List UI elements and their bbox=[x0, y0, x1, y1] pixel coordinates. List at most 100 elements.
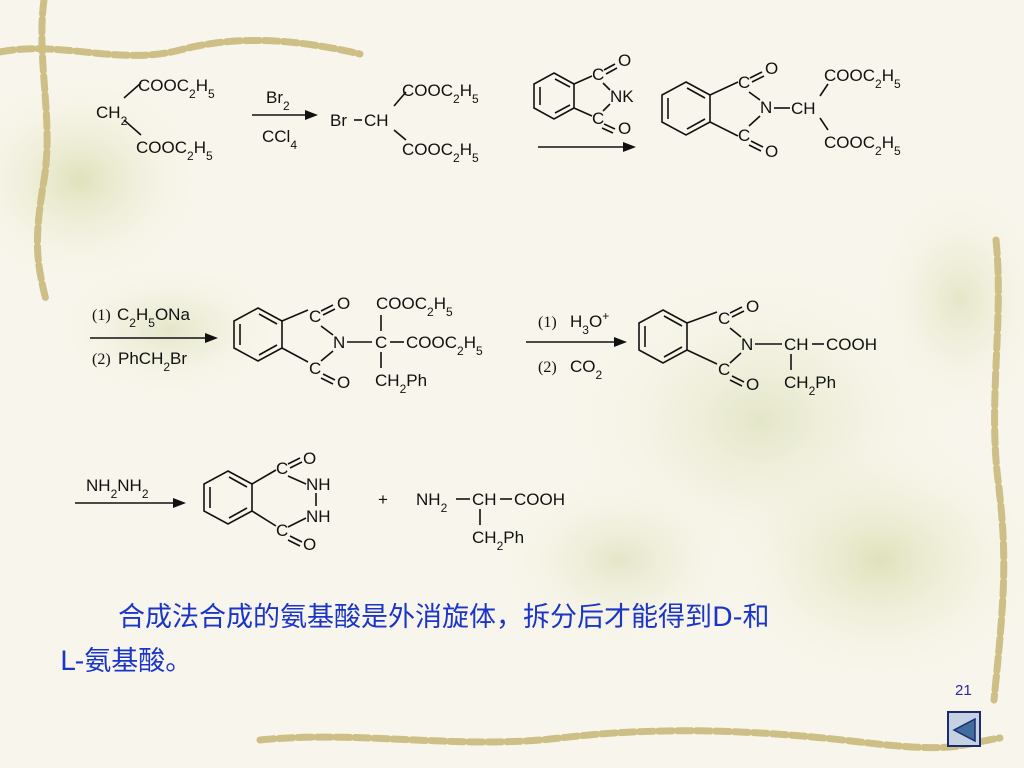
double-bond-co bbox=[750, 140, 764, 148]
bond bbox=[287, 475, 307, 485]
bond bbox=[686, 349, 718, 365]
double-bond-co bbox=[601, 127, 614, 134]
aromatic-double-bond bbox=[686, 87, 706, 99]
aromatic-double-bond bbox=[228, 507, 248, 519]
atom-c: C bbox=[592, 109, 604, 128]
reagent-benzyl-bromide: PhCH2Br bbox=[118, 349, 187, 374]
atom-n: N bbox=[760, 98, 772, 117]
phthalhydrazide: C O NH NH C O bbox=[203, 449, 331, 554]
reaction-arrow-3: (1) C2H5ONa (2) PhCH2Br bbox=[90, 305, 218, 374]
atom-c: C bbox=[738, 73, 750, 92]
vine-border-top bbox=[0, 36, 364, 59]
double-bond-co bbox=[320, 377, 334, 385]
atom-o: O bbox=[303, 449, 316, 468]
bond bbox=[123, 119, 142, 136]
bond bbox=[573, 75, 593, 85]
atom-c: C bbox=[718, 360, 730, 379]
group-cooh: COOH bbox=[514, 490, 565, 509]
caption-text: 合成法合成的氨基酸是外消旋体，拆分后才能得到D-和 L-氨基酸。 bbox=[60, 596, 960, 684]
reaction-arrow-1: Br2 CCl4 bbox=[252, 88, 318, 152]
bond bbox=[393, 129, 407, 141]
group-cooet-top: COOC2H5 bbox=[138, 76, 215, 101]
page-number: 21 bbox=[955, 682, 972, 699]
bond bbox=[287, 517, 307, 528]
atom-ch: CH bbox=[784, 335, 809, 354]
phenylalanine: NH2 CH COOH CH2Ph bbox=[416, 490, 565, 553]
atom-ch: CH bbox=[364, 111, 389, 130]
arrowhead bbox=[173, 498, 186, 508]
reagent-co2: CO2 bbox=[570, 357, 603, 382]
benzene-ring bbox=[638, 309, 688, 364]
reagent-number: (2) bbox=[538, 359, 557, 376]
aromatic-double-bond bbox=[663, 315, 683, 327]
double-bond-co bbox=[603, 123, 616, 130]
atom-o: O bbox=[765, 59, 778, 78]
atom-nh: NH bbox=[306, 475, 331, 494]
group-benzyl: CH2Ph bbox=[472, 528, 524, 553]
group-cooet-bottom: COOC2H5 bbox=[402, 140, 479, 165]
bond bbox=[123, 82, 142, 99]
double-bond-co bbox=[320, 304, 334, 312]
reagent-ccl4: CCl4 bbox=[262, 127, 297, 152]
group-cooh: COOH bbox=[826, 335, 877, 354]
atom-c: C bbox=[276, 521, 288, 540]
double-bond-co bbox=[322, 308, 336, 316]
double-bond-co bbox=[322, 373, 336, 381]
bond bbox=[281, 309, 309, 322]
bromomalonate: Br CH COOC2H5 COOC2H5 bbox=[330, 81, 479, 165]
atom-nk: NK bbox=[610, 87, 634, 106]
reagent-hydrazine: NH2NH2 bbox=[86, 476, 149, 501]
reagent-number: (1) bbox=[92, 307, 111, 324]
double-bond-co bbox=[289, 461, 303, 469]
atom-o: O bbox=[337, 294, 350, 313]
benzene-ring bbox=[203, 470, 253, 525]
double-bond-co bbox=[749, 71, 763, 79]
aromatic-double-bond bbox=[258, 344, 278, 356]
atom-ch2: CH2 bbox=[96, 103, 128, 128]
bond bbox=[393, 91, 407, 107]
flower-blot bbox=[710, 430, 1024, 690]
aromatic-double-bond bbox=[554, 104, 571, 114]
flower-blot bbox=[870, 180, 1024, 420]
atom-c: C bbox=[309, 307, 321, 326]
bond bbox=[729, 327, 742, 338]
atom-c: C bbox=[592, 65, 604, 84]
atom-br: Br bbox=[330, 111, 347, 130]
potassium-phthalimide: C O NK C O bbox=[533, 51, 634, 138]
aromatic-double-bond bbox=[686, 118, 706, 130]
aromatic-double-bond bbox=[258, 313, 278, 325]
bond bbox=[709, 121, 739, 137]
flower-blot bbox=[0, 70, 210, 290]
group-benzyl: CH2Ph bbox=[375, 371, 427, 396]
reaction-arrow-5: NH2NH2 bbox=[75, 476, 186, 508]
aromatic-double-bond bbox=[663, 346, 683, 358]
caption-line-2: L-氨基酸。 bbox=[60, 646, 193, 677]
bond bbox=[686, 311, 718, 324]
atom-c-quaternary: C bbox=[375, 333, 387, 352]
bond bbox=[320, 325, 334, 336]
group-cooet-top: COOC2H5 bbox=[824, 66, 901, 91]
benzene-ring bbox=[661, 81, 711, 136]
double-bond-co bbox=[605, 67, 618, 75]
atom-c: C bbox=[718, 309, 730, 328]
arrowhead bbox=[614, 337, 627, 347]
atom-o: O bbox=[337, 373, 350, 392]
atom-o: O bbox=[618, 119, 631, 138]
bond bbox=[602, 103, 611, 112]
vine-border-left bbox=[33, 0, 51, 304]
group-cooet-bottom: COOC2H5 bbox=[136, 138, 213, 163]
bond bbox=[251, 510, 277, 527]
group-benzyl: CH2Ph bbox=[784, 373, 836, 398]
flower-blot bbox=[50, 260, 290, 400]
bond bbox=[602, 82, 611, 91]
bond bbox=[251, 469, 277, 485]
bond bbox=[709, 81, 739, 96]
bond bbox=[748, 115, 761, 127]
phthalimido-phenylalanine: C O N C O CH COOH CH2Ph bbox=[638, 297, 877, 398]
back-button[interactable] bbox=[947, 711, 981, 747]
atom-nh: NH bbox=[306, 507, 331, 526]
atom-ch: CH bbox=[791, 99, 816, 118]
atom-ch: CH bbox=[472, 490, 497, 509]
bond bbox=[729, 352, 742, 364]
